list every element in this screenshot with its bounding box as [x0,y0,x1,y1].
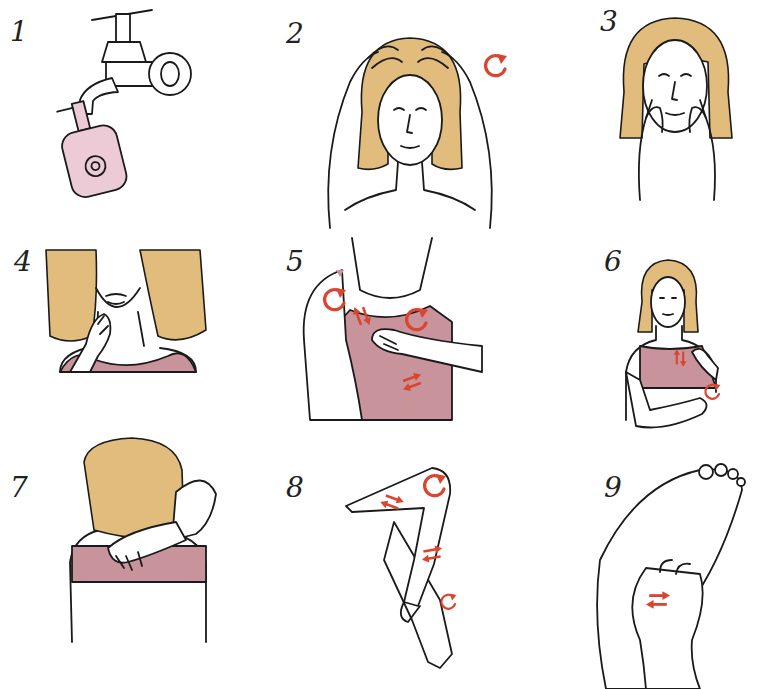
arm-massage-part [407,308,428,330]
foot-massage-part [646,591,670,609]
chest-massage-part [651,277,685,327]
callout-number: 7 [10,474,28,502]
foot-massage-part [597,469,742,689]
face-massage [620,18,732,200]
foot-massage-part [728,469,738,479]
back-massage [70,438,216,642]
foot-massage-part [737,478,745,486]
tap-and-bottle-part [52,95,129,200]
leg-massage [346,468,456,668]
neck-massage-part [46,250,97,341]
arm-massage-part [325,288,346,310]
callout-number: 4 [14,248,32,276]
callout-number: 1 [10,18,28,46]
arm-massage-part [380,336,398,350]
callout-number: 6 [604,248,622,276]
neck-massage-part [140,250,206,340]
leg-massage-part [420,544,444,564]
callout-number: 5 [286,248,304,276]
arm-massage-part [352,238,432,298]
arm-massage-part [351,303,374,329]
foot-massage-part [632,568,702,689]
tap-and-bottle-part [116,14,130,42]
back-massage-part [116,552,142,570]
arm-massage-part [304,270,362,420]
tap-and-bottle-part [102,42,146,62]
tap-and-bottle-part-part [57,108,73,112]
scalp-massage-part [378,75,442,165]
arm-massage-part [336,270,344,277]
foot-massage-part [699,465,713,479]
tap-and-bottle-part-part [59,122,129,200]
scalp-massage [328,38,507,228]
leg-massage-part [346,468,450,606]
leg-massage-part [379,491,405,514]
leg-massage-part [401,602,420,622]
scalp-massage-part [394,108,426,148]
face-massage-part [646,100,706,118]
face-massage-part [643,40,707,132]
tap-and-bottle-part-part [91,161,101,171]
leg-massage-part [425,474,446,496]
foot-massage-part [715,464,727,476]
arm-massage-part [399,371,425,394]
face-massage-part [639,107,715,200]
leg-massage-part [441,594,456,609]
neck-massage-part [106,294,126,304]
neck-massage [46,250,206,372]
face-massage-part [620,18,732,138]
scalp-massage-part [368,46,452,68]
callout-number: 8 [286,474,304,502]
chest-massage [626,260,720,428]
arm-massage [304,238,482,420]
tap-and-bottle-part [149,53,191,95]
callout-number: 3 [600,8,618,36]
callout-number: 2 [286,20,304,48]
chest-massage-part [674,349,687,367]
chest-massage-part [705,384,720,399]
scalp-massage-part [358,38,462,169]
scalp-massage-part [345,162,475,210]
tap-and-bottle [52,10,191,200]
chest-massage-part [626,372,707,428]
neck-massage-part [70,314,110,372]
back-massage-part [108,522,186,563]
neck-massage-part [98,316,108,334]
scalp-massage-part [328,52,492,228]
callout-number: 9 [604,474,622,502]
scalp-massage-part [486,54,507,76]
arm-massage-part [372,329,482,372]
foot-massage-part [660,560,690,574]
neck-massage-part [96,288,140,307]
tap-and-bottle-part [161,62,179,86]
chest-massage-part [660,298,676,315]
tap-and-bottle-part-part [83,154,107,178]
chest-massage-part [692,349,718,380]
tap-and-bottle-part-part [72,101,90,131]
chest-massage-part [638,260,698,332]
face-massage-part [659,74,691,115]
foot-massage [597,464,745,689]
